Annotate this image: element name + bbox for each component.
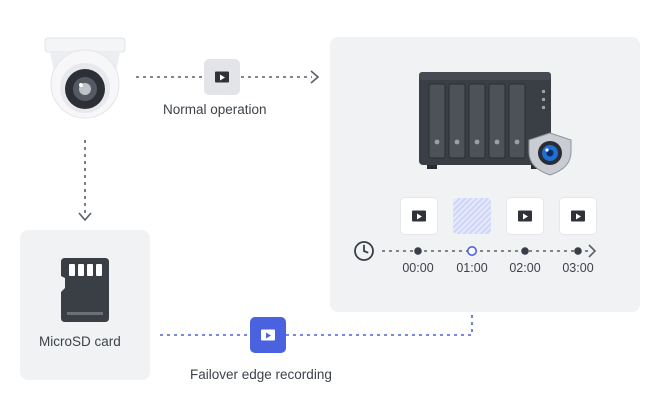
- failover-recording-placeholder: [453, 198, 491, 234]
- timeline-tick-label: 02:00: [509, 261, 541, 275]
- failover-edge-recording-label: Failover edge recording: [190, 367, 332, 382]
- video-play-icon: [571, 210, 585, 222]
- nas-server-icon: [419, 72, 551, 169]
- timeline-tick-label: 01:00: [456, 261, 488, 275]
- microsd-card-label: MicroSD card: [39, 334, 121, 349]
- camera-shield-icon: [528, 132, 572, 176]
- timeline-marker: [574, 247, 582, 255]
- video-play-icon: [412, 210, 426, 222]
- dome-camera-icon: [44, 37, 126, 119]
- timeline-marker-failover: [467, 246, 478, 256]
- timeline-tick-label: 03:00: [562, 261, 594, 275]
- video-play-icon: [215, 71, 229, 83]
- timeline-marker: [521, 247, 529, 255]
- microsd-card-icon: [61, 258, 109, 322]
- failover-video-chip: [250, 317, 286, 353]
- video-play-icon: [261, 329, 275, 341]
- recording-thumbnail: [560, 198, 596, 234]
- video-play-icon: [518, 210, 532, 222]
- timeline-marker: [414, 247, 422, 255]
- normal-operation-label: Normal operation: [163, 102, 267, 117]
- recording-thumbnail: [507, 198, 543, 234]
- recording-thumbnail: [401, 198, 437, 234]
- normal-video-chip: [204, 59, 240, 95]
- timeline-track: [382, 244, 597, 258]
- timeline-tick-label: 00:00: [402, 261, 434, 275]
- normal-flow-arrowhead: [310, 70, 320, 84]
- down-flow-arrowhead: [78, 212, 92, 222]
- clock-icon: [354, 241, 374, 261]
